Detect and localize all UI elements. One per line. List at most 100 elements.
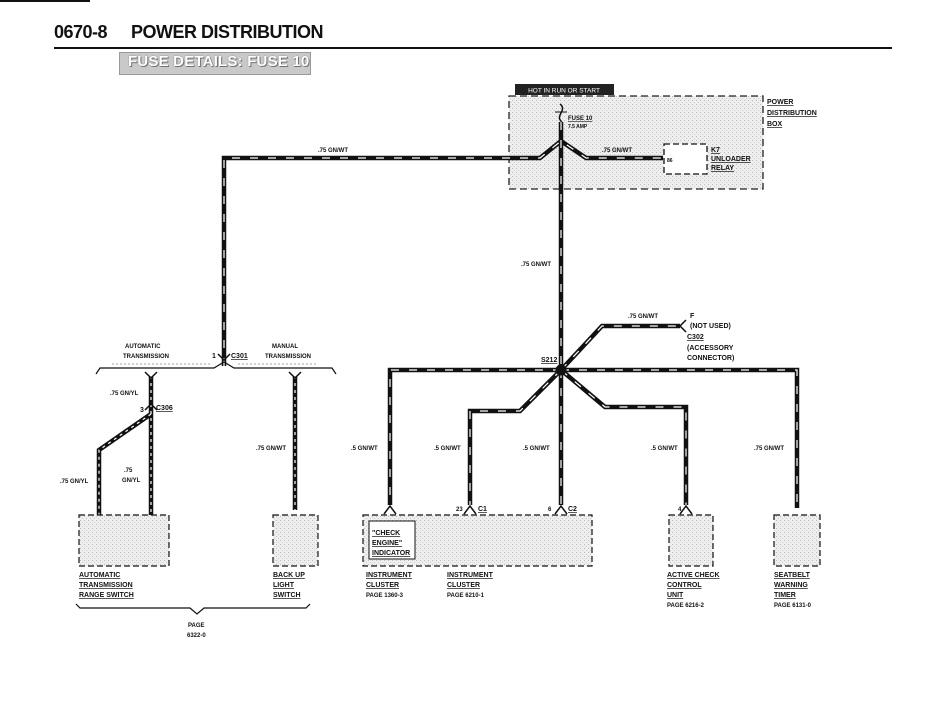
wire-gn-yl-left [96,412,153,515]
active-check-label-2: CONTROL [667,582,702,589]
c1-pin: 23 [456,507,463,513]
wire-accessory [559,323,680,372]
label-gn-yl-right-b: GN/YL [122,478,141,484]
power-box-label-3: BOX [767,121,783,128]
range-switch-label-2: TRANSMISSION [79,582,133,589]
accessory-not-used: (NOT USED) [690,323,731,330]
label-gn-yl-upper: .75 GN/YL [110,391,139,397]
backup-switch-label-1: BACK UP [273,572,305,579]
wire-active-check [559,368,689,505]
check-engine-terminal [383,504,397,515]
wire-stripes-yl [98,376,296,515]
option-manual-2: TRANSMISSION [265,354,311,360]
option-automatic-1: AUTOMATIC [125,344,161,350]
unloader-relay [663,143,708,175]
c301-terminal [217,353,231,362]
splice-label: S212 [541,357,557,364]
cluster-right-label-2: CLUSTER [447,582,480,589]
check-engine-lamp-box [368,520,416,560]
header-rule [54,47,892,49]
c2-label: C2 [568,506,577,513]
page-ref-bracket [75,603,311,615]
backup-switch-label-2: LIGHT [273,582,295,589]
label-main-down-wire: .75 GN/WT [521,262,551,268]
c1-label: C1 [478,506,487,513]
relay-label-2: RELAY [711,165,734,172]
check-engine-label-3: INDICATOR [372,550,410,557]
c306-terminal [144,402,158,411]
wire-stripes [223,122,798,508]
header-rule-top [0,0,90,2]
active-check-label-1: ACTIVE CHECK [667,572,720,579]
gn-yl-terminal [144,371,158,380]
fuse-10 [555,103,567,123]
option-automatic-2: TRANSMISSION [123,354,169,360]
wire-cluster-c1 [467,368,563,505]
accessory-pin: F [690,313,695,320]
label-gn-yl-left: .75 GN/YL [60,479,89,485]
label-accessory-wire: .75 GN/WT [628,314,658,320]
backup-switch-box [272,514,319,567]
relay-pin: 86 [667,158,673,164]
seatbelt-box [773,514,821,567]
splice-s212 [555,364,567,376]
subtitle-highlight [119,52,311,75]
cluster-right-page: PAGE 6210-1 [447,593,485,599]
section-title: POWER DISTRIBUTION [131,22,324,42]
label-active-check-wire: .5 GN/WT [651,446,678,452]
c2-pin: 6 [548,507,552,513]
check-engine-label-2: ENGINE" [372,540,402,547]
c301-label: C301 [231,353,248,360]
label-manual-wire: .75 GN/WT [256,446,286,452]
c306-pin: 3 [140,407,144,414]
seatbelt-label-1: SEATBELT [774,572,811,579]
seatbelt-label-3: TIMER [774,592,796,599]
accessory-label-2: CONNECTOR) [687,355,734,362]
manual-terminal [288,371,302,380]
cluster-left-page: PAGE 1360-3 [366,593,404,599]
active-check-pin: 4 [678,507,682,513]
range-switch-box [78,514,170,567]
label-cluster-c1-wire: .5 GN/WT [434,446,461,452]
range-switch-label-3: RANGE SWITCH [79,592,134,599]
c306-label: C306 [156,405,173,412]
relay-id: K7 [711,147,720,154]
wire-check-engine [387,367,561,505]
fuse-name: FUSE 10 [568,116,593,122]
active-check-box [668,514,714,567]
power-box-label-2: DISTRIBUTION [767,110,817,117]
page-ref-1: PAGE [188,623,205,629]
hot-label: HOT IN RUN OR START [528,88,600,95]
seatbelt-page: PAGE 6131-0 [774,603,812,609]
backup-switch-label-3: SWITCH [273,592,301,599]
cluster-left-label-2: CLUSTER [366,582,399,589]
option-bracket [95,361,337,375]
cluster-left-label-1: INSTRUMENT [366,572,413,579]
fuse-rating: 7.5 AMP [568,124,588,130]
hot-label-box [515,84,614,95]
active-check-terminal [679,504,693,515]
accessory-id: C302 [687,334,704,341]
label-top-left-wire: .75 GN/WT [318,148,348,154]
label-cluster-c2-wire: .5 GN/WT [523,446,550,452]
range-switch-label-1: AUTOMATIC [79,572,120,579]
power-box-label-1: POWER [767,99,793,106]
label-check-engine-wire: .5 GN/WT [351,446,378,452]
check-engine-label-1: "CHECK [372,530,400,537]
option-manual-1: MANUAL [272,344,298,350]
label-seatbelt-wire: .75 GN/WT [754,446,784,452]
label-gn-yl-right-a: .75 [124,468,133,474]
accessory-connector-terminal [678,319,687,333]
active-check-page: PAGE 6216-2 [667,603,705,609]
cluster-right-label-1: INSTRUMENT [447,572,494,579]
page-number: 0670-8 [54,22,108,42]
page-ref-2: 6322-0 [187,633,206,639]
active-check-label-3: UNIT [667,592,684,599]
c301-pin: 1 [212,353,216,360]
c1-terminal [463,504,477,515]
seatbelt-label-2: WARNING [774,582,808,589]
label-relay-wire: .75 GN/WT [602,148,632,154]
relay-label-1: UNLOADER [711,156,751,163]
